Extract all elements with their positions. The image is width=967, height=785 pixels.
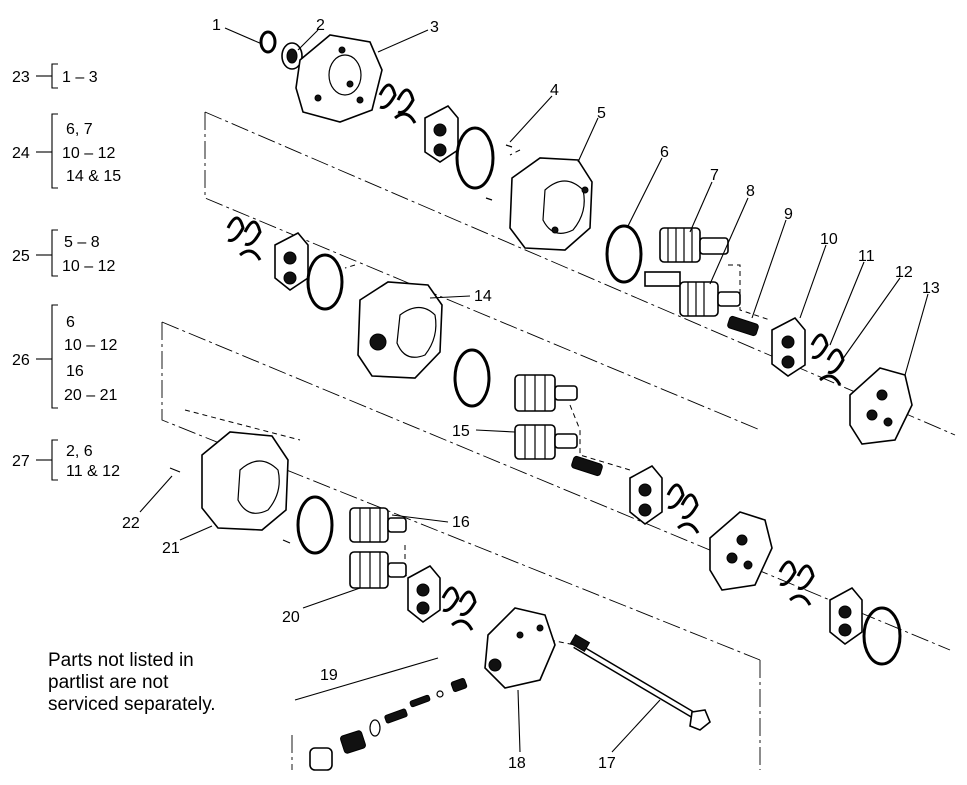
o-ring-lower-left: [296, 495, 334, 555]
callout-14: 14: [474, 288, 492, 305]
o-ring-middle-2: [453, 348, 491, 408]
callout-6: 6: [660, 144, 669, 161]
callout-16: 16: [452, 514, 470, 531]
adapter-plate: [709, 511, 773, 591]
kit-24-line-3: 14 & 15: [66, 168, 121, 185]
gear-part-16: [349, 507, 407, 543]
kit-23-id: 23: [12, 69, 30, 86]
drive-shaft-part-8: [644, 271, 741, 317]
callout-12: 12: [895, 264, 913, 281]
wear-plate-lower-left: [407, 564, 441, 624]
callout-15: 15: [452, 423, 470, 440]
wear-plate-middle: [274, 231, 309, 291]
kit-25-line-1: 5 – 8: [64, 234, 100, 251]
kit-27-line-1: 2, 6: [66, 443, 93, 460]
kit-24-line-1: 6, 7: [66, 121, 93, 138]
gear-housing-part-5: [509, 157, 593, 251]
callout-1: 1: [212, 17, 221, 34]
kit-26-line-3: 16: [66, 363, 84, 380]
callout-19: 19: [320, 667, 338, 684]
leader-lines: [139, 27, 929, 753]
service-note-line-2: partlist are not: [48, 672, 169, 693]
callout-22: 22: [122, 515, 140, 532]
wear-plate-part-10: [771, 316, 806, 377]
callout-10: 10: [820, 231, 838, 248]
dowel-pins-part-4: [485, 144, 513, 201]
callout-17: 17: [598, 755, 616, 772]
wear-plate-lower-right: [829, 586, 863, 646]
seal-springs-lower-left: [441, 586, 477, 631]
callout-8: 8: [746, 183, 755, 200]
kit-26-line-2: 10 – 12: [64, 337, 117, 354]
kit-26-id: 26: [12, 352, 30, 369]
spring-part-9: [727, 315, 759, 337]
gear-part-20: [349, 551, 407, 589]
rear-cover-part-13: [849, 367, 913, 445]
o-ring-upper: [455, 126, 495, 190]
gear-housing-part-21: [201, 431, 289, 531]
service-note-line-3: serviced separately.: [48, 694, 216, 715]
kit-legend: 23 1 – 3 24 6, 7 10 – 12 14 & 15 25 5 – …: [12, 63, 121, 481]
callout-7: 7: [710, 167, 719, 184]
o-ring-lower-right: [862, 606, 902, 666]
o-ring-middle: [306, 253, 344, 311]
dowel-pins-part-22: [169, 467, 291, 544]
kit-26-line-4: 20 – 21: [64, 387, 117, 404]
kit-24-id: 24: [12, 145, 30, 162]
seal-springs-middle-2: [666, 483, 700, 534]
assembly-boundary-lines: [161, 111, 956, 770]
seal-springs-part-11-12: [810, 333, 845, 386]
seal-springs-upper: [378, 83, 417, 124]
service-note: Parts not listed in partlist are not ser…: [48, 650, 278, 716]
drive-gear-part-7: [659, 227, 729, 263]
gear-housing-part-14: [357, 281, 443, 379]
relief-valve-part-19: [294, 657, 468, 771]
seal-springs-lower-right: [778, 560, 815, 606]
end-cover-part-18: [484, 607, 556, 689]
callout-20: 20: [282, 609, 300, 626]
wear-plate-upper: [424, 104, 459, 163]
callout-3: 3: [430, 19, 439, 36]
callout-13: 13: [922, 280, 940, 297]
service-note-line-1: Parts not listed in: [48, 650, 194, 671]
callout-18: 18: [508, 755, 526, 772]
callout-21: 21: [162, 540, 180, 557]
callout-numbers: 1 2 3 4 5 6 7 8 9 10 11 12 13 14 15 16 1…: [122, 17, 940, 772]
kit-27-id: 27: [12, 453, 30, 470]
wear-plate-middle-2: [629, 464, 663, 526]
kit-23-line-1: 1 – 3: [62, 69, 98, 86]
kit-24-line-2: 10 – 12: [62, 145, 115, 162]
callout-5: 5: [597, 105, 606, 122]
kit-27-line-2: 11 & 12: [66, 463, 120, 480]
tie-bolt-part-17: [569, 633, 711, 731]
callout-11: 11: [858, 248, 875, 265]
kit-25-id: 25: [12, 248, 30, 265]
seal-springs-middle: [226, 216, 262, 261]
kit-25-line-2: 10 – 12: [62, 258, 115, 275]
callout-4: 4: [550, 82, 559, 99]
callout-2: 2: [316, 17, 325, 34]
o-ring-part-6: [605, 224, 643, 284]
snap-ring-part-1: [259, 30, 277, 54]
shaft-seal-part-2: [281, 42, 303, 70]
callout-9: 9: [784, 206, 793, 223]
gears-part-15: [514, 374, 603, 477]
front-cover-part-3: [295, 34, 383, 123]
kit-26-line-1: 6: [66, 314, 75, 331]
